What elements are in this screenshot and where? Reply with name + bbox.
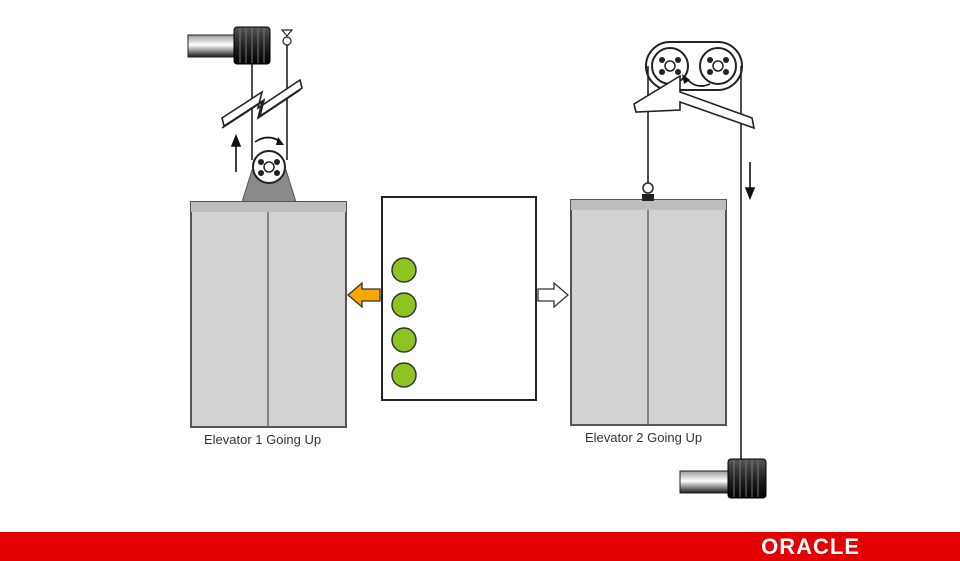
elevator-2-cable-hook xyxy=(642,182,654,194)
elevator-2-pulley-pair xyxy=(645,41,743,91)
dispatch-arrow-elevator-2 xyxy=(537,281,569,309)
elevator-2-shaft-break xyxy=(633,74,756,130)
elevator-diagram xyxy=(187,26,767,499)
indicator-light xyxy=(391,327,417,353)
indicator-light xyxy=(391,292,417,318)
elevator-1-shaft-break xyxy=(221,78,303,129)
dispatch-arrow-elevator-1 xyxy=(347,281,381,309)
elevator-1-caption: Elevator 1 Going Up xyxy=(204,432,322,447)
elevator-2-down-arrow xyxy=(744,162,756,201)
elevator-1-car xyxy=(190,201,347,428)
elevator-2-cables xyxy=(647,66,742,470)
elevator-1-cables xyxy=(251,45,288,160)
elevator-1-up-arrow xyxy=(230,133,242,172)
oracle-logo: ORACLE xyxy=(761,534,860,559)
footer-bar: ORACLE xyxy=(0,532,960,561)
elevator-2-car xyxy=(570,194,727,426)
indicator-lights xyxy=(391,257,417,388)
indicator-light xyxy=(391,257,417,283)
elevator-2-caption: Elevator 2 Going Up xyxy=(585,430,703,445)
elevator-1-hoist-motor xyxy=(187,26,271,65)
elevator-2-hoist-motor xyxy=(679,458,767,499)
elevator-1-pulley xyxy=(241,150,297,203)
indicator-light xyxy=(391,362,417,388)
elevator-1-cable-anchor xyxy=(280,29,294,46)
